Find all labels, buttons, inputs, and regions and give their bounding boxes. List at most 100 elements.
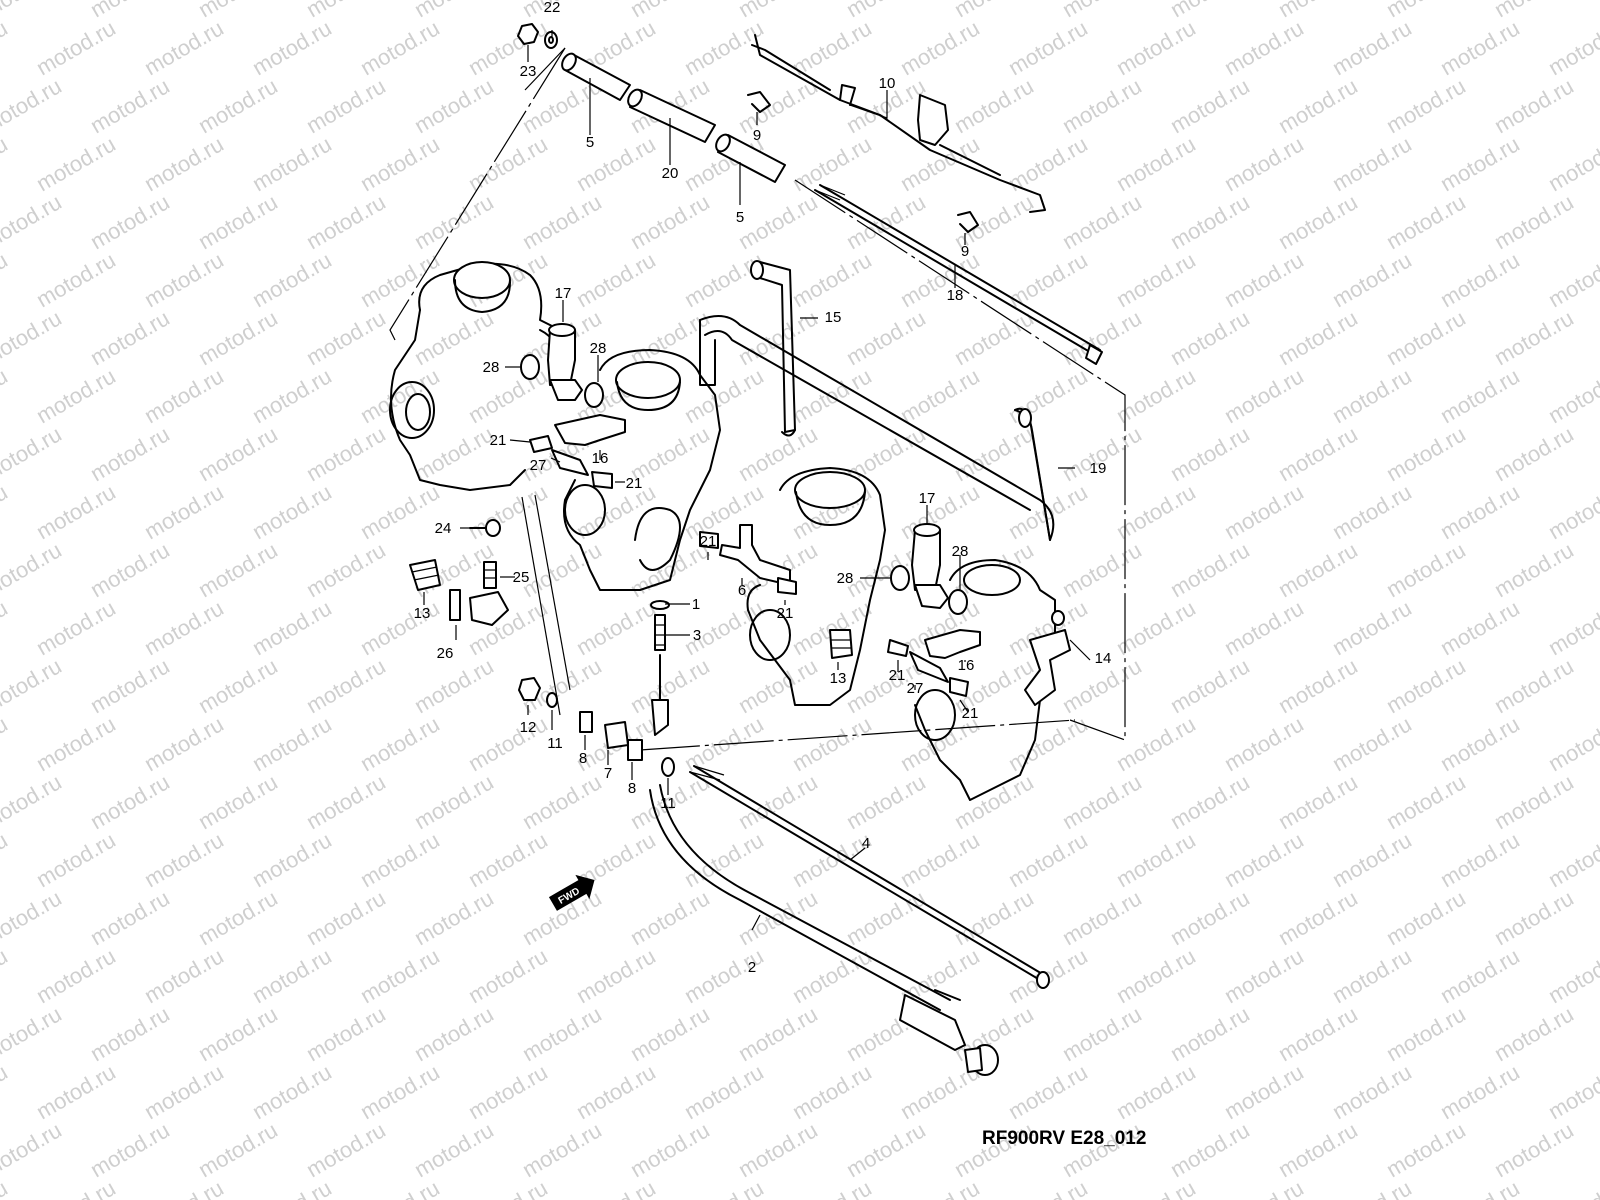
watermark-text: motod.ru bbox=[356, 479, 444, 544]
watermark-text: motod.ru bbox=[1328, 15, 1416, 80]
watermark-text: motod.ru bbox=[410, 653, 498, 718]
cap-21-right-a bbox=[887, 639, 909, 657]
callout-label-c21d: 21 bbox=[777, 605, 794, 622]
callout-label-c24: 24 bbox=[435, 520, 452, 537]
watermark-text: motod.ru bbox=[1382, 1117, 1470, 1182]
watermark-text: motod.ru bbox=[1382, 653, 1470, 718]
watermark-text: motod.ru bbox=[410, 189, 498, 254]
callout-labels: 2223520910591815172828211627211924251326… bbox=[414, 0, 1112, 976]
callout-label-c8a: 8 bbox=[579, 750, 587, 767]
watermark-text: motod.ru bbox=[1220, 711, 1308, 776]
watermark-text: motod.ru bbox=[140, 15, 228, 80]
watermark-text: motod.ru bbox=[1544, 827, 1600, 892]
watermark-text: motod.ru bbox=[1544, 1175, 1600, 1200]
leader-lines bbox=[423, 30, 1091, 931]
watermark-text: motod.ru bbox=[1220, 363, 1308, 428]
watermark-text: motod.ru bbox=[1544, 247, 1600, 312]
watermark-text: motod.ru bbox=[1328, 595, 1416, 660]
watermark-text: motod.ru bbox=[1004, 1059, 1092, 1124]
watermark-text: motod.ru bbox=[1490, 73, 1578, 138]
watermark-text: motod.ru bbox=[0, 15, 12, 80]
watermark-text: motod.ru bbox=[464, 827, 552, 892]
watermark-text: motod.ru bbox=[1436, 131, 1524, 196]
watermark-text: motod.ru bbox=[0, 479, 12, 544]
fitting-17-right bbox=[911, 523, 949, 609]
watermark-text: motod.ru bbox=[1220, 595, 1308, 660]
watermark-text: motod.ru bbox=[788, 1175, 876, 1200]
callout-label-c28b: 28 bbox=[590, 340, 607, 357]
watermark-text: motod.ru bbox=[788, 711, 876, 776]
watermark-text: motod.ru bbox=[302, 769, 390, 834]
watermark-text: motod.ru bbox=[464, 943, 552, 1008]
watermark-text: motod.ru bbox=[86, 653, 174, 718]
watermark-text: motod.ru bbox=[86, 421, 174, 486]
watermark-text: motod.ru bbox=[248, 1059, 336, 1124]
watermark-text: motod.ru bbox=[1436, 1175, 1524, 1200]
hose-5-upper bbox=[561, 52, 631, 101]
watermark-text: motod.ru bbox=[788, 1059, 876, 1124]
watermark-text: motod.ru bbox=[194, 653, 282, 718]
watermark-text: motod.ru bbox=[680, 827, 768, 892]
watermark-text: motod.ru bbox=[32, 595, 120, 660]
watermark-text: motod.ru bbox=[0, 653, 66, 718]
watermark-text: motod.ru bbox=[1220, 1175, 1308, 1200]
hose-5-lower bbox=[715, 133, 786, 183]
watermark-text: motod.ru bbox=[194, 769, 282, 834]
cap-21-right-b bbox=[949, 677, 969, 697]
watermark-text: motod.ru bbox=[0, 1117, 66, 1182]
bracket-14 bbox=[1024, 610, 1071, 706]
watermark-text: motod.ru bbox=[1274, 653, 1362, 718]
watermark-text: motod.ru bbox=[572, 595, 660, 660]
spring-3 bbox=[654, 614, 666, 651]
watermark-text: motod.ru bbox=[1274, 189, 1362, 254]
watermark-text: motod.ru bbox=[194, 305, 282, 370]
watermark-text: motod.ru bbox=[1436, 247, 1524, 312]
watermark-text: motod.ru bbox=[0, 1001, 66, 1066]
assembly-outline bbox=[389, 47, 1126, 751]
callout-label-c15: 15 bbox=[825, 309, 842, 326]
watermark-text: motod.ru bbox=[1058, 885, 1146, 950]
hose-20 bbox=[627, 88, 716, 143]
callout-label-c28a: 28 bbox=[483, 359, 500, 376]
callout-label-c11a: 11 bbox=[547, 735, 563, 752]
watermark-text: motod.ru bbox=[1490, 769, 1578, 834]
washer-11-right bbox=[661, 757, 675, 777]
watermark-text: motod.ru bbox=[842, 189, 930, 254]
callout-label-c5b: 5 bbox=[736, 209, 744, 226]
watermark-text: motod.ru bbox=[680, 1059, 768, 1124]
callout-label-c21c: 21 bbox=[700, 533, 717, 550]
adjuster-screw bbox=[651, 654, 669, 736]
watermark-text: motod.ru bbox=[410, 1001, 498, 1066]
watermark-text: motod.ru bbox=[680, 479, 768, 544]
callout-label-c5a: 5 bbox=[586, 134, 594, 151]
watermark-text: motod.ru bbox=[1382, 73, 1470, 138]
watermark-text: motod.ru bbox=[356, 15, 444, 80]
watermark-text: motod.ru bbox=[1004, 15, 1092, 80]
watermark-text: motod.ru bbox=[248, 711, 336, 776]
watermark-text: motod.ru bbox=[248, 827, 336, 892]
watermark-text: motod.ru bbox=[1328, 247, 1416, 312]
watermark-text: motod.ru bbox=[1274, 1117, 1362, 1182]
watermark-text: motod.ru bbox=[86, 189, 174, 254]
watermark-text: motod.ru bbox=[572, 943, 660, 1008]
watermark-text: motod.ru bbox=[1058, 537, 1146, 602]
watermark-text: motod.ru bbox=[302, 1001, 390, 1066]
watermark-text: motod.ru bbox=[1112, 247, 1200, 312]
watermark-text: motod.ru bbox=[302, 1117, 390, 1182]
watermark-text: motod.ru bbox=[1166, 537, 1254, 602]
watermark-text: motod.ru bbox=[788, 131, 876, 196]
cap-21-left-a bbox=[529, 435, 553, 453]
watermark-text: motod.ru bbox=[356, 711, 444, 776]
watermark-text: motod.ru bbox=[896, 827, 984, 892]
watermark-text: motod.ru bbox=[0, 131, 12, 196]
bracket-10 bbox=[751, 34, 1046, 213]
watermark-text: motod.ru bbox=[734, 1117, 822, 1182]
watermark-text: motod.ru bbox=[1112, 1059, 1200, 1124]
watermark-text: motod.ru bbox=[680, 1175, 768, 1200]
watermark-text: motod.ru bbox=[86, 769, 174, 834]
fitting-17-left bbox=[547, 323, 583, 401]
watermark-text: motod.ru bbox=[734, 885, 822, 950]
watermark-text: motod.ru bbox=[86, 885, 174, 950]
callout-label-c8b: 8 bbox=[628, 780, 636, 797]
